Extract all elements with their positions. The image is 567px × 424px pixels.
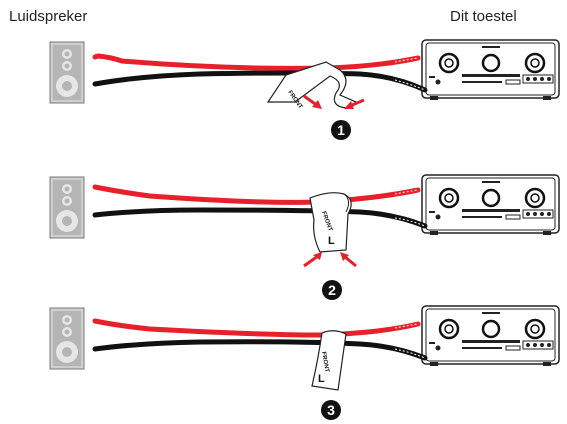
speaker-header-label: Luidspreker (9, 8, 88, 25)
black-wire (92, 70, 428, 93)
step-number: 1 (337, 122, 345, 138)
red-arrow (303, 254, 319, 268)
device-header-label: Dit toestel (450, 8, 517, 25)
step-1-row: FRONT 1 (49, 38, 561, 140)
speaker-icon (49, 41, 85, 104)
black-wire (92, 207, 428, 229)
step-number: 3 (327, 402, 335, 418)
av-receiver-icon (420, 173, 561, 237)
tag-symbol: L (318, 373, 325, 385)
step-number: 2 (328, 282, 336, 298)
step-2-row: FRONT L 2 (49, 173, 561, 300)
cable-label-tag (311, 330, 347, 391)
av-receiver-icon (420, 304, 561, 368)
tag-symbol: L (328, 235, 335, 247)
red-wire (92, 318, 421, 338)
red-wire (92, 184, 421, 205)
red-wire (92, 53, 421, 71)
cable-label-tag (266, 61, 358, 109)
tag-text: FRONT (320, 351, 330, 373)
cable-label-tag (309, 192, 352, 253)
speaker-icon (49, 307, 85, 370)
black-wire (92, 339, 428, 361)
av-receiver-icon (420, 38, 561, 102)
speaker-icon (49, 176, 85, 239)
step-3-row: FRONT L 3 (49, 304, 561, 420)
